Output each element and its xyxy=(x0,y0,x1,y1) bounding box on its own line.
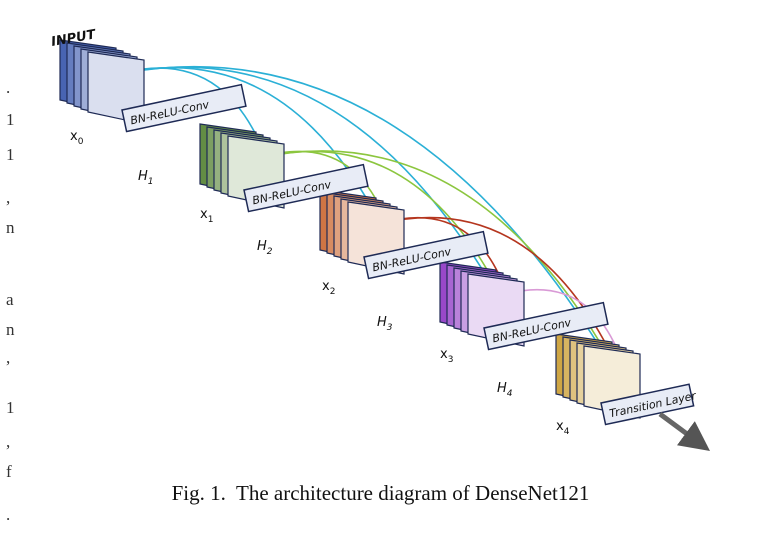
margin-glyph: 1 xyxy=(6,145,15,164)
x-label-0: x0 xyxy=(70,129,84,147)
x-label-sub: 1 xyxy=(208,215,214,225)
block-box xyxy=(363,230,489,280)
h-label-3: H4 xyxy=(497,381,513,399)
h-label-1: H2 xyxy=(257,239,273,257)
output-arrow xyxy=(658,411,711,451)
h-label-2: H3 xyxy=(377,315,393,333)
margin-glyph: , xyxy=(6,348,11,367)
margin-glyph: n xyxy=(6,320,15,339)
margin-glyph: 1 xyxy=(6,398,15,417)
margin-glyph: f xyxy=(6,462,12,481)
feature-stack-4 xyxy=(555,333,641,419)
block-box xyxy=(243,163,369,213)
x-label-sub: 3 xyxy=(448,355,454,365)
margin-glyph: 1 xyxy=(6,110,15,129)
margin-glyph: a xyxy=(6,290,14,309)
x-label-2: x2 xyxy=(322,279,335,297)
block-box xyxy=(600,383,695,426)
x-label-sub: 2 xyxy=(330,287,336,297)
h-label-sub: 1 xyxy=(148,177,154,187)
block-box xyxy=(121,83,247,133)
h-label-sub: 2 xyxy=(267,247,273,257)
margin-glyph: . xyxy=(6,78,11,97)
feature-stack-1 xyxy=(199,123,285,209)
x-label-3: x3 xyxy=(440,347,453,365)
connection-0-4 xyxy=(118,65,634,404)
h-label-sub: 4 xyxy=(507,389,513,399)
x-label-sub: 4 xyxy=(564,427,570,437)
feature-map-stacks xyxy=(59,39,641,419)
margin-glyph: , xyxy=(6,432,11,451)
dense-connections xyxy=(118,65,636,404)
x-label-4: x4 xyxy=(556,419,570,437)
x-label-sub: 0 xyxy=(78,137,84,147)
h-label-sub: 3 xyxy=(387,323,393,333)
margin-glyph: n xyxy=(6,218,15,237)
margin-glyph: , xyxy=(6,188,11,207)
figure-caption: Fig. 1. The architecture diagram of Dens… xyxy=(171,481,590,505)
h-label-0: H1 xyxy=(138,169,154,187)
x-label-1: x1 xyxy=(200,207,213,225)
block-box xyxy=(483,301,609,351)
margin-glyph: . xyxy=(6,505,11,524)
